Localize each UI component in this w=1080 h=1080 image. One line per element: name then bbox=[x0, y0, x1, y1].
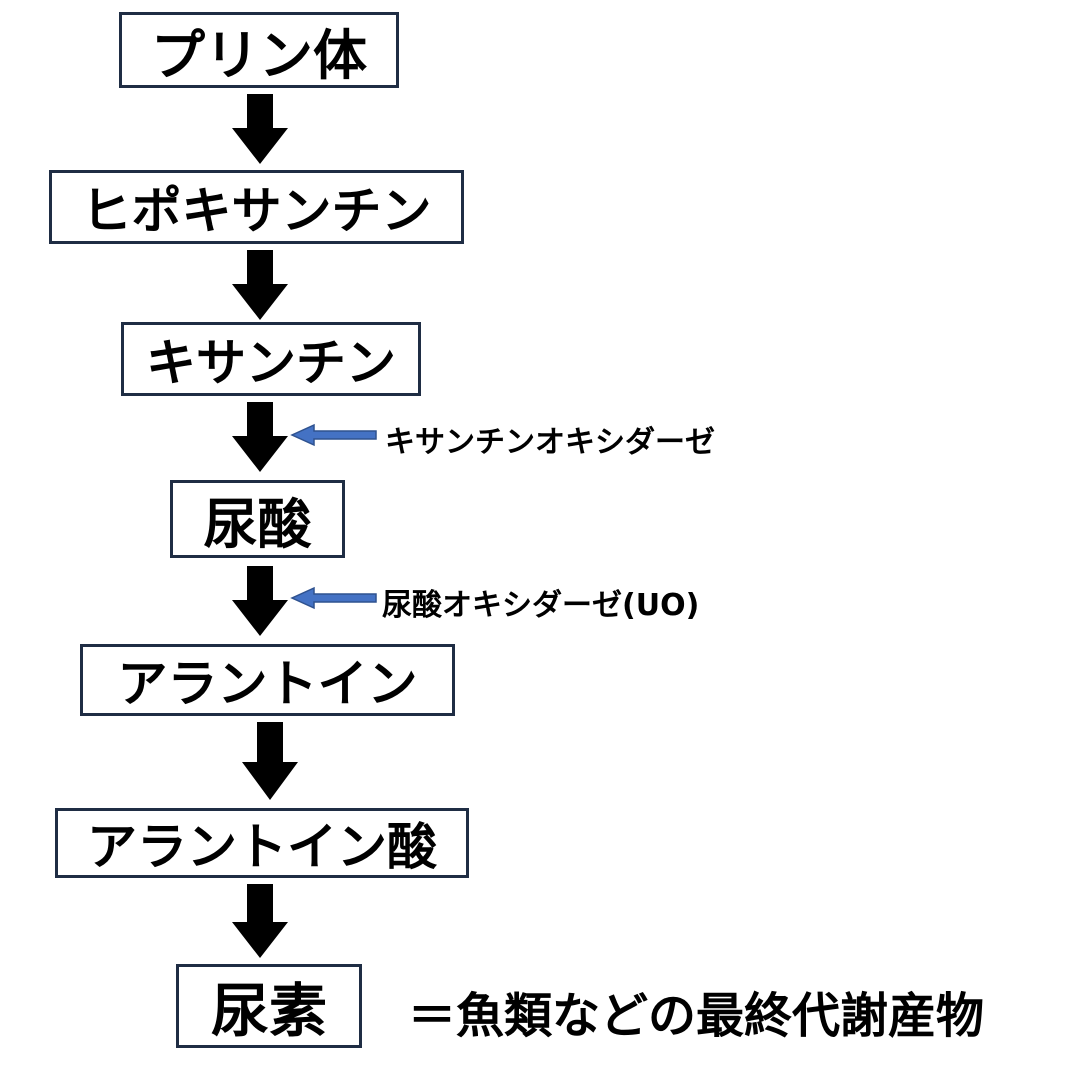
node-purine: プリン体 bbox=[119, 12, 399, 88]
node-allantoic-acid-label: アラントイン酸 bbox=[87, 818, 437, 876]
node-uric-acid-label: 尿酸 bbox=[203, 492, 312, 556]
flow-arrow-2 bbox=[232, 250, 288, 320]
node-urea: 尿素 bbox=[176, 964, 362, 1048]
enzyme-arrow-urate-oxidase bbox=[290, 586, 377, 610]
node-purine-label: プリン体 bbox=[151, 23, 367, 87]
enzyme-label-xanthine-oxidase: キサンチンオキシダーゼ bbox=[385, 425, 715, 460]
enzyme-label-urate-oxidase: 尿酸オキシダーゼ(UO) bbox=[382, 588, 700, 623]
flow-arrow-6 bbox=[232, 884, 288, 958]
node-hypoxanthine-label: ヒポキサンチン bbox=[81, 182, 432, 240]
node-allantoin-label: アラントイン bbox=[117, 655, 418, 713]
flow-arrow-4 bbox=[232, 566, 288, 636]
node-xanthine: キサンチン bbox=[121, 322, 421, 396]
node-allantoic-acid: アラントイン酸 bbox=[55, 808, 469, 878]
flow-arrow-5 bbox=[242, 722, 298, 800]
node-allantoin: アラントイン bbox=[80, 644, 455, 716]
flow-arrow-1 bbox=[232, 94, 288, 164]
node-xanthine-label: キサンチン bbox=[146, 334, 396, 392]
flow-arrow-3 bbox=[232, 402, 288, 472]
enzyme-arrow-xanthine-oxidase bbox=[290, 423, 377, 447]
node-hypoxanthine: ヒポキサンチン bbox=[49, 170, 464, 244]
final-product-note: ＝魚類などの最終代謝産物 bbox=[408, 988, 985, 1044]
node-urea-label: 尿素 bbox=[210, 977, 327, 1045]
node-uric-acid: 尿酸 bbox=[170, 480, 345, 558]
